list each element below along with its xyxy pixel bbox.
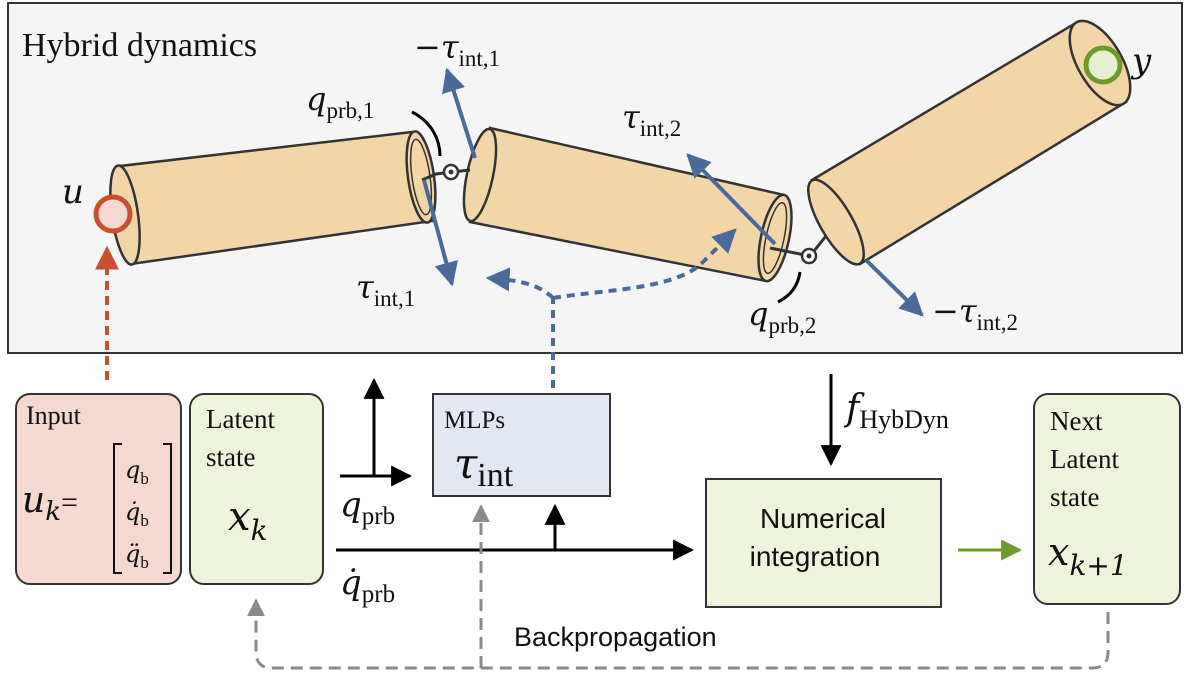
flow-arrows bbox=[336, 374, 1023, 561]
joint-2 bbox=[769, 235, 828, 304]
integration-block: Numerical integration bbox=[705, 478, 942, 608]
svg-text:q̇b: q̇b bbox=[125, 498, 149, 530]
label-q-prb-2: qprb,2 bbox=[748, 295, 816, 338]
link-cylinder-1 bbox=[109, 130, 437, 266]
latent-state-block: Latent state xk bbox=[189, 393, 324, 585]
label-tau-int-1: τint,1 bbox=[356, 268, 415, 311]
label-neg-tau-int-1: −τint,1 bbox=[414, 28, 500, 71]
backpropagation-path bbox=[247, 504, 1110, 670]
svg-text:integration: integration bbox=[750, 541, 881, 572]
svg-text:MLPs: MLPs bbox=[444, 407, 505, 434]
label-q-prb: qprb bbox=[340, 485, 395, 530]
svg-text:qb: qb bbox=[125, 456, 149, 488]
mlp-block: MLPs τint bbox=[432, 393, 611, 497]
svg-text:Numerical: Numerical bbox=[760, 503, 886, 534]
svg-text:xk: xk bbox=[228, 494, 268, 547]
joint-1 bbox=[411, 110, 471, 182]
label-u: u bbox=[62, 172, 84, 212]
svg-text:state: state bbox=[1050, 482, 1099, 512]
svg-text:q̈b: q̈b bbox=[125, 540, 149, 572]
backpropagation-label: Backpropagation bbox=[514, 622, 717, 652]
input-block: Input uk= qb q̇b q̈b bbox=[15, 393, 182, 585]
label-q-prb-1: qprb,1 bbox=[306, 80, 374, 123]
next-latent-state-block: Next Latent state xk+1 bbox=[1033, 393, 1181, 605]
svg-text:xk+1: xk+1 bbox=[1048, 530, 1128, 582]
input-marker-icon bbox=[93, 194, 133, 234]
svg-text:τint: τint bbox=[454, 439, 514, 494]
panel-title: Hybrid dynamics bbox=[22, 27, 257, 64]
svg-text:Latent: Latent bbox=[1050, 444, 1119, 474]
svg-text:Next: Next bbox=[1050, 406, 1103, 436]
svg-text:uk=: uk= bbox=[22, 480, 78, 527]
output-marker-icon bbox=[1083, 45, 1123, 85]
label-tau-int-2: τint,2 bbox=[622, 98, 681, 141]
label-qdot-prb: q̇prb bbox=[340, 563, 395, 608]
svg-text:Input: Input bbox=[26, 401, 82, 430]
mlp-output-dotted bbox=[485, 228, 737, 388]
link-cylinder-2 bbox=[462, 126, 793, 283]
label-neg-tau-int-2: −τint,2 bbox=[932, 292, 1018, 335]
svg-text:state: state bbox=[206, 442, 255, 472]
label-y: y bbox=[1130, 41, 1152, 81]
svg-text:Latent: Latent bbox=[206, 404, 275, 434]
torque-arrows bbox=[422, 67, 924, 317]
label-f-hybdyn: fHybDyn bbox=[843, 388, 949, 434]
